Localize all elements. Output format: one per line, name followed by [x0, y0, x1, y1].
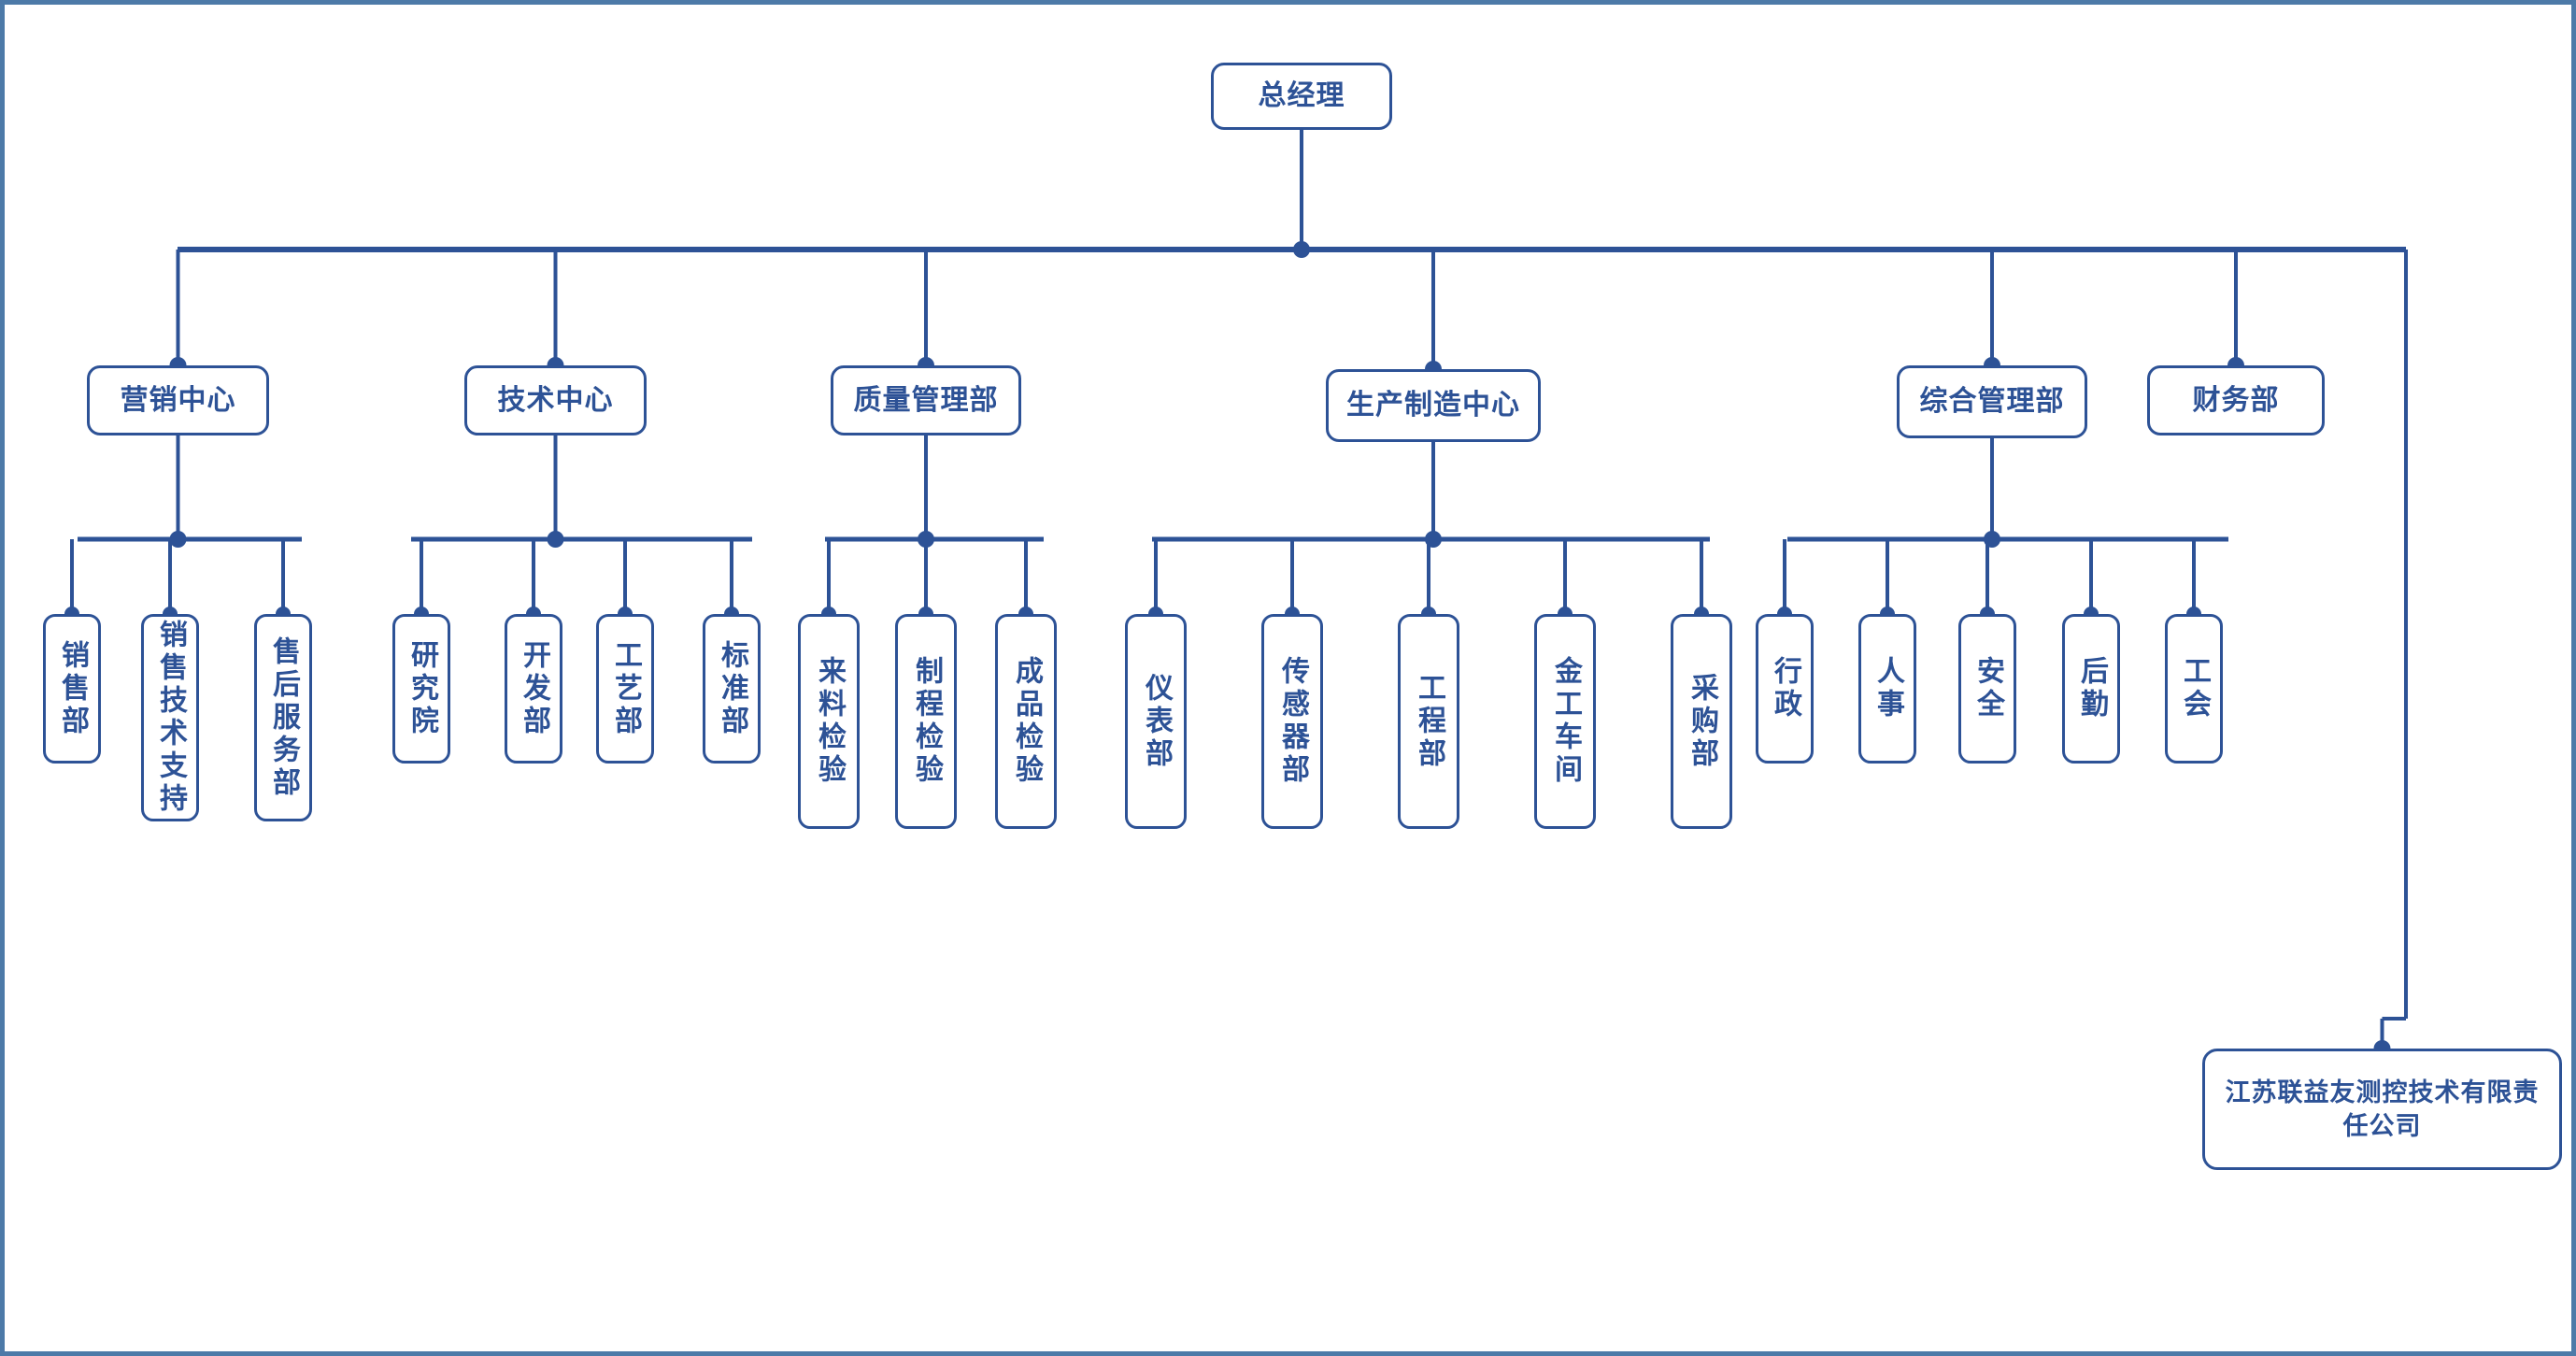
node-dept-金工车间[interactable]: 金工车间	[1534, 614, 1596, 829]
node-dept-开发部-label: 开发部	[519, 639, 549, 738]
node-dept-传感器部[interactable]: 传感器部	[1261, 614, 1323, 829]
node-dept-来料检验-label: 来料检验	[814, 656, 845, 787]
node-dept-后勤[interactable]: 后勤	[2062, 614, 2120, 764]
node-dept-标准部-label: 标准部	[717, 639, 747, 738]
node-dept-售后服务部[interactable]: 售后服务部	[254, 614, 312, 821]
node-dept-金工车间-label: 金工车间	[1550, 656, 1581, 787]
node-division-营销中心-label: 营销中心	[120, 384, 236, 416]
node-company-label: 江苏联益友测控技术有限责任公司	[2225, 1078, 2540, 1140]
node-dept-售后服务部-label: 售后服务部	[268, 635, 299, 800]
node-dept-后勤-label: 后勤	[2076, 656, 2107, 721]
node-dept-成品检验-label: 成品检验	[1011, 656, 1042, 787]
node-root-label: 总经理	[1258, 80, 1345, 112]
node-dept-工程部[interactable]: 工程部	[1398, 614, 1459, 829]
node-dept-仪表部-label: 仪表部	[1141, 672, 1172, 771]
node-dept-销售技术支持[interactable]: 销售技术支持	[141, 614, 199, 821]
node-dept-来料检验[interactable]: 来料检验	[798, 614, 860, 829]
node-root[interactable]: 总经理	[1211, 63, 1392, 130]
node-division-质量管理部[interactable]: 质量管理部	[831, 365, 1021, 435]
node-dept-人事-label: 人事	[1872, 656, 1903, 721]
node-division-综合管理部-label: 综合管理部	[1919, 386, 2065, 418]
node-dept-工艺部-label: 工艺部	[610, 639, 641, 738]
node-dept-安全-label: 安全	[1972, 656, 2003, 721]
node-dept-采购部[interactable]: 采购部	[1671, 614, 1732, 829]
node-dept-销售技术支持-label: 销售技术支持	[155, 620, 186, 816]
node-dept-行政[interactable]: 行政	[1756, 614, 1814, 764]
node-dept-人事[interactable]: 人事	[1858, 614, 1916, 764]
node-division-生产制造中心-label: 生产制造中心	[1346, 390, 1520, 421]
node-dept-研究院-label: 研究院	[406, 639, 437, 738]
node-dept-仪表部[interactable]: 仪表部	[1125, 614, 1187, 829]
node-division-技术中心[interactable]: 技术中心	[464, 365, 647, 435]
node-division-技术中心-label: 技术中心	[497, 384, 614, 416]
node-dept-传感器部-label: 传感器部	[1277, 656, 1308, 787]
node-dept-采购部-label: 采购部	[1686, 672, 1717, 771]
node-dept-制程检验-label: 制程检验	[911, 656, 942, 787]
node-dept-工艺部[interactable]: 工艺部	[596, 614, 654, 764]
node-dept-研究院[interactable]: 研究院	[392, 614, 450, 764]
node-division-质量管理部-label: 质量管理部	[853, 384, 999, 416]
node-dept-行政-label: 行政	[1770, 656, 1800, 721]
node-dept-标准部[interactable]: 标准部	[703, 614, 761, 764]
node-company[interactable]: 江苏联益友测控技术有限责任公司	[2202, 1049, 2562, 1170]
node-division-财务部-label: 财务部	[2192, 384, 2280, 416]
node-division-综合管理部[interactable]: 综合管理部	[1897, 365, 2087, 438]
node-dept-销售部[interactable]: 销售部	[43, 614, 101, 764]
node-dept-安全[interactable]: 安全	[1958, 614, 2016, 764]
node-dept-工程部-label: 工程部	[1414, 672, 1445, 771]
node-dept-销售部-label: 销售部	[57, 639, 88, 738]
node-dept-工会-label: 工会	[2179, 656, 2210, 721]
node-dept-成品检验[interactable]: 成品检验	[995, 614, 1057, 829]
node-division-营销中心[interactable]: 营销中心	[87, 365, 269, 435]
node-dept-制程检验[interactable]: 制程检验	[895, 614, 957, 829]
node-division-生产制造中心[interactable]: 生产制造中心	[1326, 369, 1541, 442]
node-division-财务部[interactable]: 财务部	[2147, 365, 2325, 435]
node-dept-开发部[interactable]: 开发部	[505, 614, 562, 764]
node-dept-工会[interactable]: 工会	[2165, 614, 2223, 764]
